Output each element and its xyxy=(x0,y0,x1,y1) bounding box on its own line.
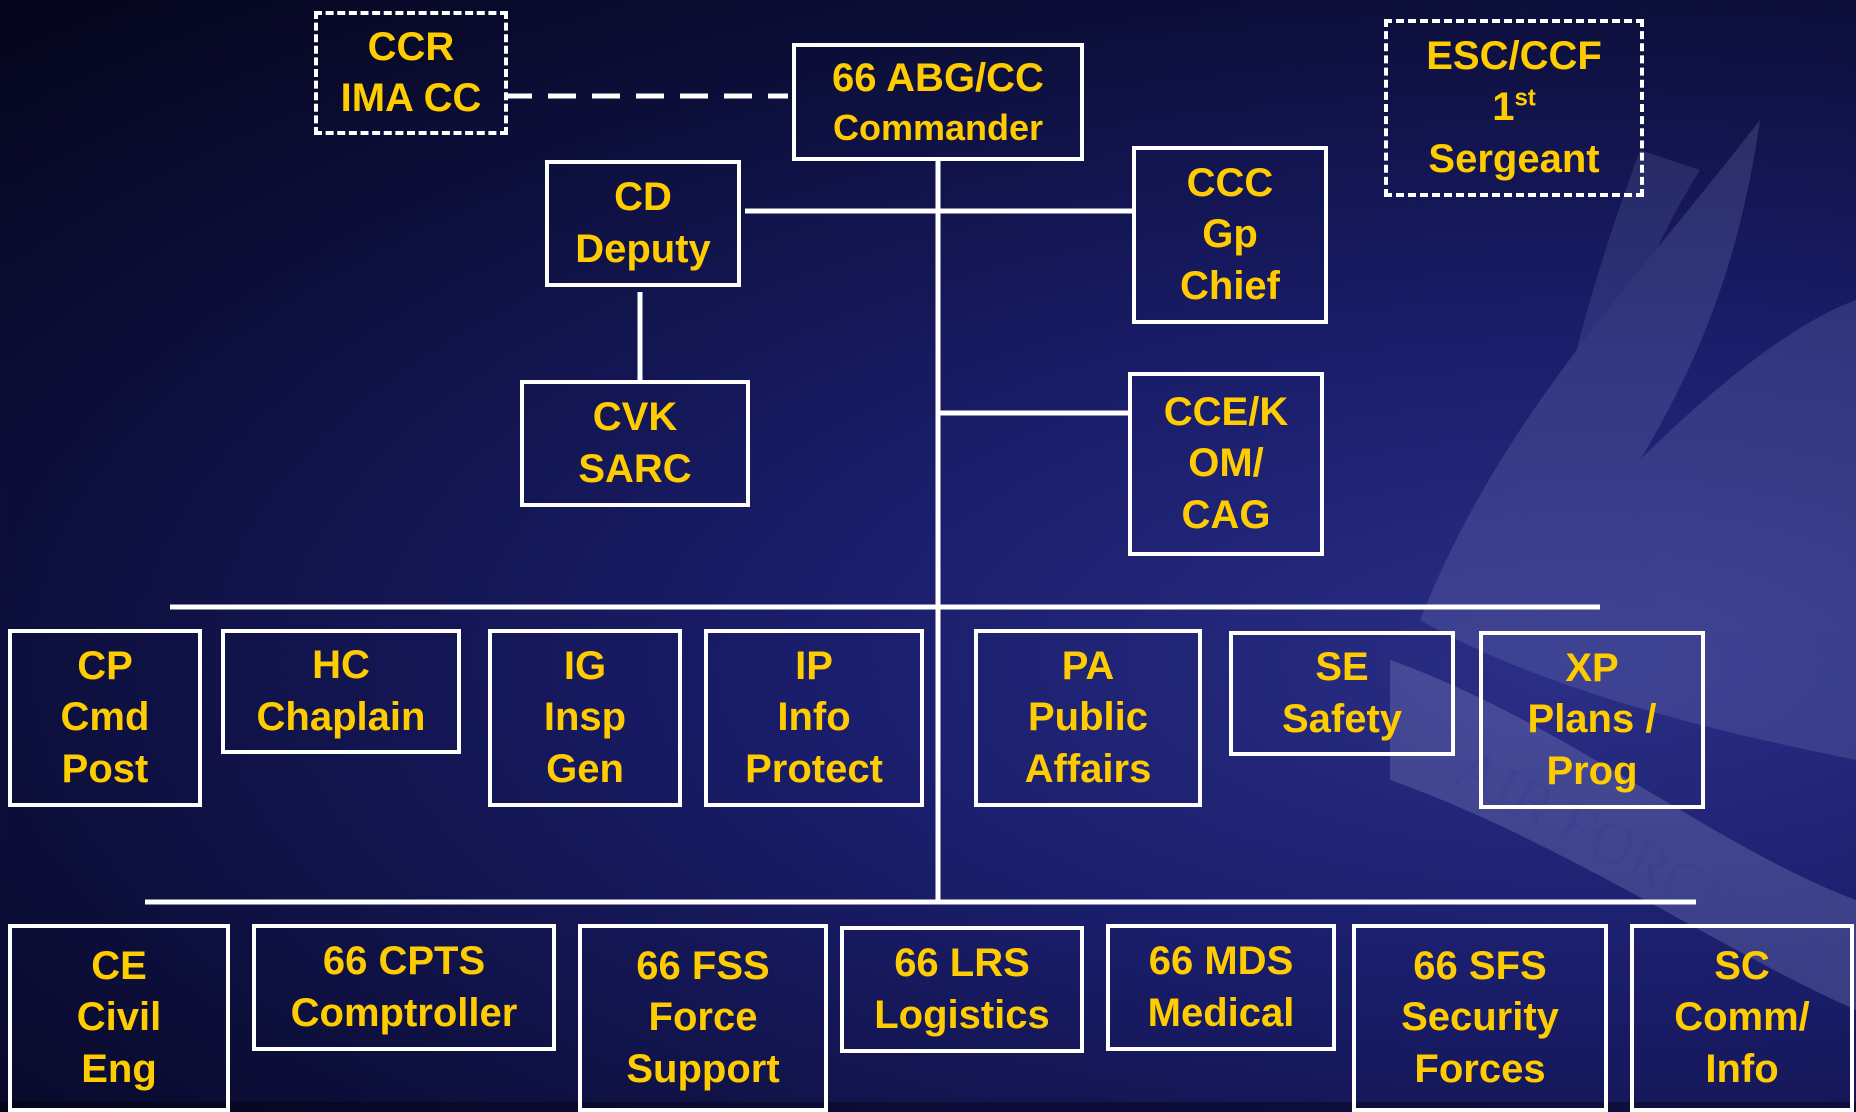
staff-line: Post xyxy=(61,746,149,791)
esc-rank: 1st xyxy=(1492,82,1536,133)
squadron-line: Support xyxy=(626,1046,780,1091)
squadron-line: Info xyxy=(1705,1046,1779,1091)
ccc-code: CCC xyxy=(1186,161,1274,206)
squadron-line: Security xyxy=(1401,995,1559,1040)
staff-box-se: SE Safety xyxy=(1229,631,1455,756)
squadron-code: 66 FSS xyxy=(636,944,770,989)
ccek-code: CCE/K xyxy=(1163,390,1289,435)
ccc-line2: Gp xyxy=(1202,212,1258,257)
squadron-box-sc: SC Comm/ Info xyxy=(1630,924,1854,1112)
squadron-line: Comm/ xyxy=(1674,995,1810,1040)
esc-ccf-box: ESC/CCF 1st Sergeant xyxy=(1384,19,1644,197)
squadron-code: 66 LRS xyxy=(894,941,1030,986)
staff-code: IP xyxy=(795,644,833,689)
ccr-code: CCR xyxy=(367,24,455,69)
staff-code: CP xyxy=(77,644,133,689)
squadron-box-sfs: 66 SFS Security Forces xyxy=(1352,924,1608,1112)
commander-code: 66 ABG/CC xyxy=(832,56,1044,101)
staff-line: Protect xyxy=(745,746,883,791)
squadron-box-cpts: 66 CPTS Comptroller xyxy=(252,924,556,1051)
squadron-box-ce: CE Civil Eng xyxy=(8,924,230,1112)
esc-rank-number: 1 xyxy=(1492,85,1515,130)
staff-line: Public xyxy=(1027,695,1149,740)
staff-code: SE xyxy=(1315,645,1369,690)
staff-line: Affairs xyxy=(1024,746,1152,791)
squadron-box-mds: 66 MDS Medical xyxy=(1106,924,1336,1051)
staff-line: Chaplain xyxy=(256,694,426,739)
squadron-code: CE xyxy=(91,944,147,989)
squadron-line: Comptroller xyxy=(290,990,518,1035)
cvk-title: SARC xyxy=(578,446,692,491)
esc-title: Sergeant xyxy=(1428,136,1600,181)
staff-code: PA xyxy=(1061,644,1115,689)
ccc-line3: Chief xyxy=(1180,263,1280,308)
staff-line: Info xyxy=(777,695,851,740)
cd-deputy-box: CD Deputy xyxy=(545,160,741,287)
ccr-ima-cc-box: CCR IMA CC xyxy=(314,11,508,135)
staff-code: IG xyxy=(563,644,607,689)
staff-box-xp: XP Plans / Prog xyxy=(1479,631,1705,809)
cd-title: Deputy xyxy=(575,226,711,271)
squadron-line: Logistics xyxy=(874,992,1050,1037)
cvk-sarc-box: CVK SARC xyxy=(520,380,750,507)
squadron-line: Eng xyxy=(81,1046,157,1091)
staff-box-ig: IG Insp Gen xyxy=(488,629,682,807)
squadron-code: SC xyxy=(1714,944,1770,989)
staff-box-ip: IP Info Protect xyxy=(704,629,924,807)
staff-box-hc: HC Chaplain xyxy=(221,629,461,754)
cvk-code: CVK xyxy=(592,395,678,440)
staff-line: Safety xyxy=(1281,696,1403,741)
esc-code: ESC/CCF xyxy=(1426,34,1602,79)
ccek-line3: CAG xyxy=(1181,492,1271,537)
staff-box-pa: PA Public Affairs xyxy=(974,629,1202,807)
ccc-gp-chief-box: CCC Gp Chief xyxy=(1132,146,1328,324)
staff-line: Cmd xyxy=(60,695,150,740)
commander-title: Commander xyxy=(832,106,1044,148)
squadron-box-fss: 66 FSS Force Support xyxy=(578,924,828,1112)
staff-code: HC xyxy=(312,643,370,688)
squadron-code: 66 SFS xyxy=(1413,944,1547,989)
cd-code: CD xyxy=(614,175,672,220)
esc-rank-suffix: st xyxy=(1514,85,1536,113)
squadron-line: Civil xyxy=(76,995,162,1040)
ccr-title: IMA CC xyxy=(340,76,482,120)
squadron-box-lrs: 66 LRS Logistics xyxy=(840,926,1084,1053)
staff-line: Gen xyxy=(546,746,624,791)
staff-line: Plans / xyxy=(1527,697,1657,742)
squadron-code: 66 MDS xyxy=(1148,939,1294,984)
squadron-line: Medical xyxy=(1147,990,1295,1035)
squadron-line: Force xyxy=(648,995,758,1040)
commander-box: 66 ABG/CC Commander xyxy=(792,43,1084,161)
ccek-line2: OM/ xyxy=(1188,441,1264,486)
squadron-code: 66 CPTS xyxy=(322,939,486,984)
staff-box-cp: CP Cmd Post xyxy=(8,629,202,807)
staff-code: XP xyxy=(1565,646,1619,691)
cce-k-box: CCE/K OM/ CAG xyxy=(1128,372,1324,556)
staff-line: Insp xyxy=(543,695,627,740)
staff-line: Prog xyxy=(1546,748,1638,793)
squadron-line: Forces xyxy=(1414,1046,1546,1091)
